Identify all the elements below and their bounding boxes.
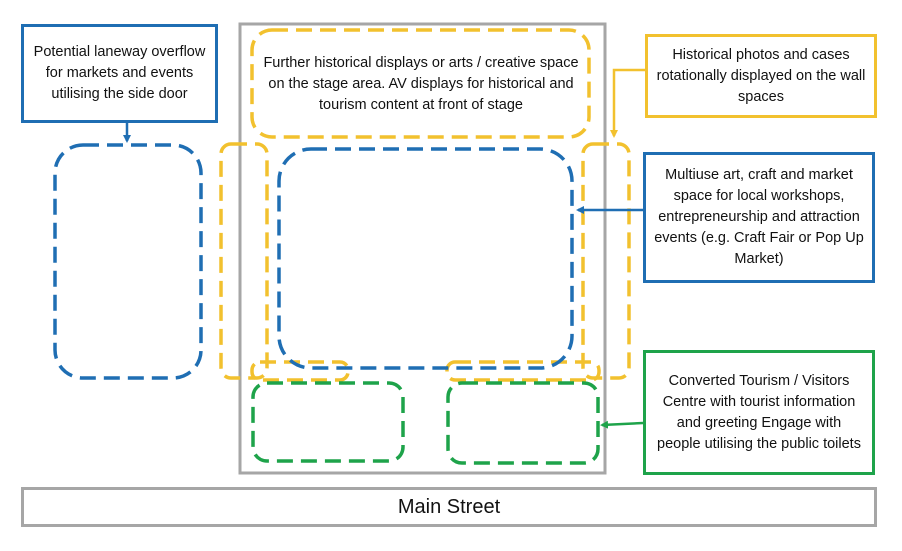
right-wall-zone — [581, 142, 631, 380]
building-outline — [238, 22, 607, 475]
multiuse-space-zone — [277, 147, 574, 370]
laneway-zone — [53, 143, 203, 380]
left-wall-zone — [219, 142, 269, 380]
photos-callout: Historical photos and cases rotationally… — [645, 34, 877, 118]
stage-area-label: Further historical displays or arts / cr… — [263, 54, 579, 113]
tourism-left-zone — [251, 381, 405, 463]
laneway-callout: Potential laneway overflow for markets a… — [21, 24, 218, 123]
main-street-label: Main Street — [21, 487, 877, 527]
tourism-callout: Converted Tourism / Visitors Centre with… — [643, 350, 875, 475]
tourism-arrow — [600, 420, 644, 429]
front-left-wall-zone — [250, 360, 350, 382]
tourism-right-zone — [446, 381, 600, 465]
multiuse-callout: Multiuse art, craft and market space for… — [643, 152, 875, 283]
photos-arrow — [610, 68, 645, 138]
stage-area-zone — [250, 28, 591, 139]
front-right-wall-zone — [445, 360, 601, 382]
